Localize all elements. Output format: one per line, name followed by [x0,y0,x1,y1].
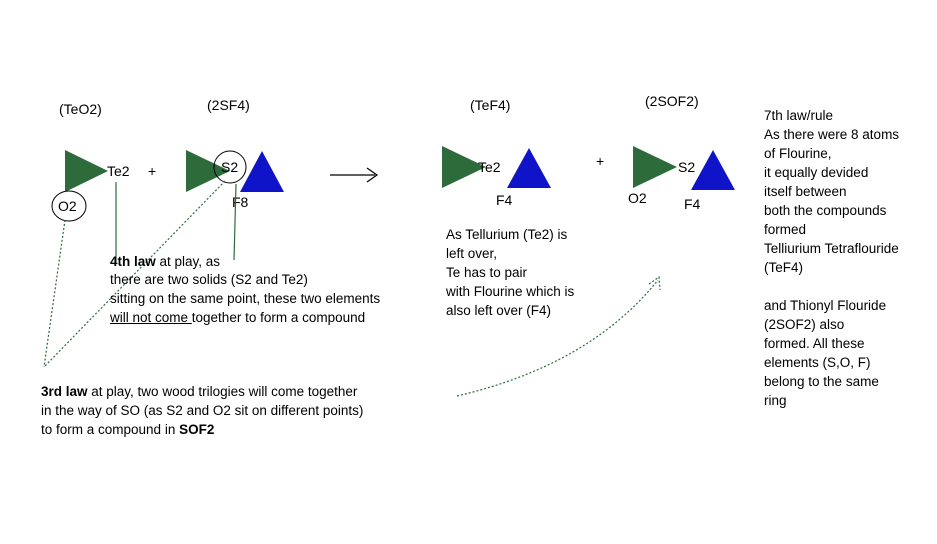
tef4-fire-triangle [507,148,551,188]
te2-label: Te2 [107,163,130,179]
law3-line1: 3rd law at play, two wood trilogies will… [41,383,357,401]
sof2-curved-arrow [456,279,659,397]
law7-line14: elements (S,O, F) [764,355,871,370]
f8-fire-triangle [240,151,284,192]
tef4-heading: (TeF4) [470,97,510,113]
sof2-o2-label: O2 [628,190,647,206]
sof2-fire-triangle [691,150,735,190]
tellurium-line3: Te has to pair [446,265,528,280]
tellurium-line2: left over, [446,246,498,261]
law4-line2: there are two solids (S2 and Te2) [110,272,308,287]
sof2-curved-arrowhead [648,275,661,291]
teo2-heading: (TeO2) [59,101,102,117]
sof2-wood-triangle [633,146,677,188]
f8-label: F8 [232,194,249,210]
law7-line13: formed. All these [764,336,865,351]
law7-line3: of Flourine, [764,146,832,161]
o2-connector-line [43,219,66,368]
law7-line6: both the compounds [764,203,887,218]
tef4-f4-label: F4 [496,192,513,208]
tellurium-line4: with Flourine which is [446,284,575,299]
law4-line4-text: together to form a compound [191,310,366,325]
law4-bold: 4th law [110,254,156,269]
sof2-s2-label: S2 [678,159,695,175]
law4-line4: will not come together to form a compoun… [110,309,365,327]
sf4-heading: (2SF4) [207,97,250,113]
reaction-arrowhead [366,167,379,183]
law3-line1-text: at play, two wood trilogies will come to… [87,384,358,399]
tellurium-line5: also left over (F4) [446,303,552,318]
law7-line8: Telliurium Tetraflouride [764,241,899,256]
te2-wood-triangle [65,150,108,192]
sof2-heading: (2SOF2) [645,93,699,109]
sof2-f4-label: F4 [684,196,701,212]
law3-line2: in the way of SO (as S2 and O2 sit on di… [41,403,364,418]
law7-line15: belong to the same [764,374,879,389]
law7-line9: (TeF4) [764,260,804,275]
law3-line3: to form a compound in SOF2 [41,421,214,439]
law7-line4: it equally devided [764,165,869,180]
tef4-te2-label: Te2 [478,159,501,175]
plus-sign-1: + [148,163,156,179]
law3-line3-text: to form a compound in [41,422,180,437]
law7-line1: 7th law/rule [764,108,834,123]
law7-line7: formed [764,222,807,237]
law7-line12: (2SOF2) also [764,317,845,332]
law4-line1: 4th law at play, as [110,253,220,271]
law7-line5: itself between [764,184,847,199]
law3-bold: 3rd law [41,384,88,399]
law7-line16: ring [764,393,787,408]
law7-line2: As there were 8 atoms [764,127,900,142]
plus-sign-2: + [596,153,604,169]
law4-line1-text: at play, as [155,254,221,269]
law7-line11: and Thionyl Flouride [764,298,887,313]
tellurium-line1: As Tellurium (Te2) is [446,227,568,242]
s2-connector-line [43,180,226,368]
o2-ring [51,190,87,222]
s2-wood-triangle [186,150,230,192]
law4-underlined: will not come [110,310,192,325]
s2-ring [213,150,247,184]
o2-label: O2 [58,198,77,214]
s2-pointer-line [233,183,237,261]
s2-label: S2 [221,159,238,175]
tef4-wood-triangle [442,146,486,188]
law3-sof2-bold: SOF2 [179,422,215,437]
law4-line3: sitting on the same point, these two ele… [110,291,381,306]
